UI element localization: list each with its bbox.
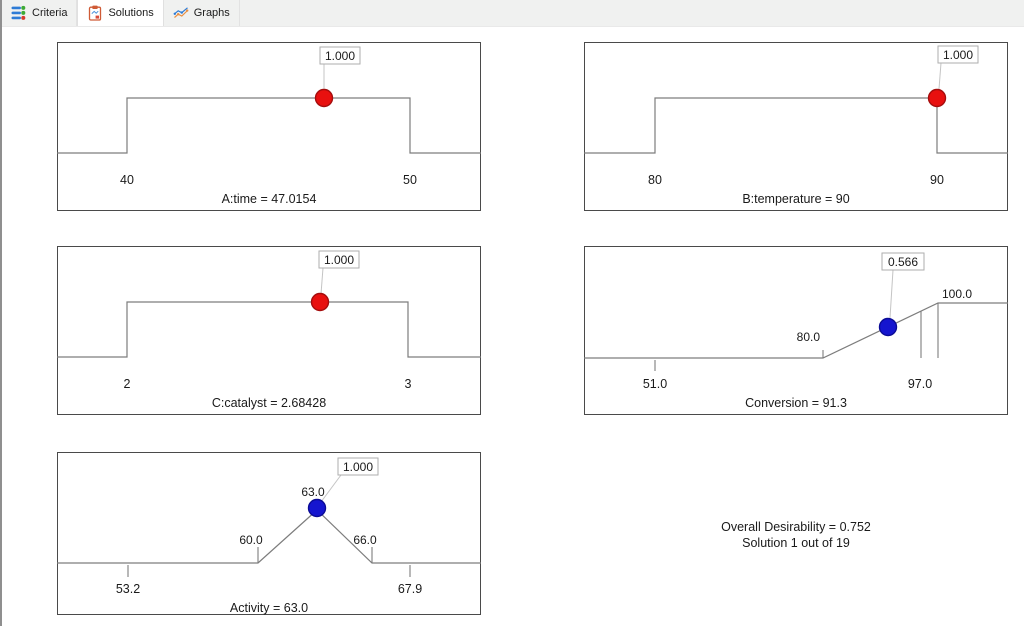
ramp-border [584, 246, 1008, 415]
desirability-value: 1.000 [343, 460, 373, 474]
ramp-panel-c-catalyst: 1.000 2 3 C:catalyst = 2.68428 [57, 246, 481, 415]
target-label: 63.0 [301, 485, 325, 499]
axis-max-label: 67.9 [398, 582, 422, 596]
desirability-value: 0.566 [888, 255, 918, 269]
ramp-panel-activity: 1.000 63.0 60.0 66.0 53.2 67.9 Activity … [57, 452, 481, 615]
axis-min-label: 53.2 [116, 582, 140, 596]
desirability-value-box [337, 457, 379, 476]
desirability-connector [889, 269, 894, 319]
ramp-start-label: 80.0 [797, 330, 821, 344]
ramp-caption: C:catalyst = 2.68428 [212, 396, 326, 410]
tab-graphs-label: Graphs [193, 7, 230, 19]
desirability-value-box [318, 250, 360, 269]
ramp-caption: A:time = 47.0154 [222, 192, 317, 206]
solution-dot[interactable] [310, 292, 330, 312]
axis-max-label: 50 [403, 173, 417, 187]
overall-desirability-text: Overall Desirability = 0.752 [721, 520, 871, 534]
solutions-icon [89, 5, 102, 21]
ramp-panel-b-temperature: 1.000 80 90 B:temperature = 90 [584, 42, 1008, 211]
ramp-panel-conversion: 0.566 80.0 100.0 51.0 97.0 Conversion = … [584, 246, 1008, 415]
tab-solutions[interactable]: Solutions [77, 0, 164, 26]
target-high-label: 66.0 [353, 533, 377, 547]
solution-count-text: Solution 1 out of 19 [742, 535, 850, 550]
tab-graphs[interactable]: Graphs [164, 0, 240, 26]
solution-dot[interactable] [307, 498, 327, 518]
criteria-icon [11, 5, 26, 20]
axis-min-label: 40 [120, 173, 134, 187]
tab-solutions-label: Solutions [108, 7, 154, 19]
solution-dot[interactable] [927, 88, 947, 108]
ramp-border [57, 246, 481, 415]
solution-dot[interactable] [878, 317, 898, 337]
axis-max-label: 97.0 [908, 377, 932, 391]
desirability-value-box [319, 46, 361, 65]
axis-min-label: 2 [124, 377, 131, 391]
desirability-connector [938, 62, 942, 90]
desirability-value: 1.000 [943, 48, 973, 62]
ramp-caption: Activity = 63.0 [230, 601, 308, 615]
ramp-panel-a-time: 1.000 40 50 A:time = 47.0154 [57, 42, 481, 211]
axis-min-label: 51.0 [643, 377, 667, 391]
axis-min-label: 80 [648, 173, 662, 187]
axis-max-label: 3 [405, 377, 412, 391]
ramp-line [57, 301, 481, 358]
ribbon-toolbar: Criteria Solutions Graphs [2, 0, 1024, 27]
ramp-line [57, 97, 481, 154]
desirability-value-box [881, 252, 925, 271]
ramp-line [584, 97, 1008, 154]
tab-criteria[interactable]: Criteria [2, 0, 78, 26]
tab-criteria-label: Criteria [32, 7, 68, 19]
desirability-connector [320, 474, 342, 503]
summary-block: Overall Desirability = 0.752 Solution 1 … [584, 520, 1008, 551]
ramp-border [57, 452, 481, 615]
desirability-connector [320, 267, 324, 295]
solution-dot[interactable] [314, 88, 334, 108]
desirability-value: 1.000 [325, 49, 355, 63]
window-left-border [0, 0, 2, 626]
ramp-end-label: 100.0 [942, 287, 972, 301]
axis-max-label: 90 [930, 173, 944, 187]
desirability-value: 1.000 [324, 253, 354, 267]
ramp-caption: B:temperature = 90 [742, 192, 849, 206]
desirability-value-box [937, 45, 979, 64]
target-low-label: 60.0 [239, 533, 263, 547]
graphs-icon [173, 7, 189, 18]
ramp-caption: Conversion = 91.3 [745, 396, 847, 410]
